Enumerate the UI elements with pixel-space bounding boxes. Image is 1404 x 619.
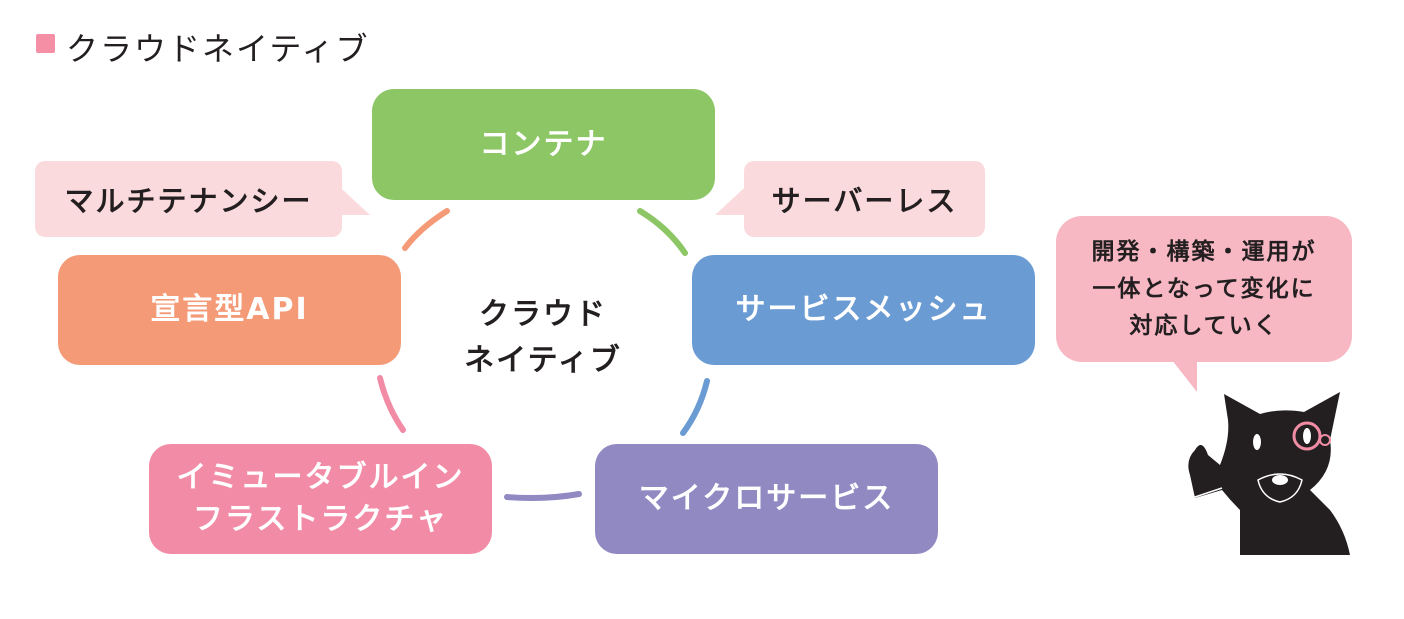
center-line2: ネイティブ bbox=[464, 343, 622, 378]
arc-mesh-micro bbox=[680, 378, 710, 436]
arc-api-container bbox=[402, 208, 450, 251]
node-label-line2: フラストラクチャ bbox=[192, 502, 449, 537]
speech-line3: 対応していく bbox=[1129, 312, 1279, 339]
heading-marker bbox=[36, 34, 55, 53]
cat-mascot-icon bbox=[1188, 392, 1350, 555]
speech-line1: 開発・構築・運用が bbox=[1091, 238, 1317, 265]
center-line1: クラウド bbox=[479, 297, 607, 332]
node-label: サービスメッシュ bbox=[735, 292, 992, 327]
node-immutable-infra: イミュータブルインフラストラクチャ bbox=[149, 444, 492, 554]
callout-serverless: サーバーレス bbox=[744, 161, 985, 237]
arc-immutable-api bbox=[377, 375, 406, 433]
node-container: コンテナ bbox=[372, 89, 715, 200]
speech-line2: 一体となって変化に bbox=[1092, 275, 1316, 302]
node-label: 宣言型API bbox=[150, 292, 309, 327]
speech-tail bbox=[1168, 355, 1197, 392]
callout-label: サーバーレス bbox=[771, 184, 958, 218]
node-microservices: マイクロサービス bbox=[595, 444, 938, 554]
arc-micro-immutable bbox=[504, 491, 582, 501]
speech-bubble: 開発・構築・運用が 一体となって変化に 対応していく bbox=[1056, 216, 1352, 362]
center-label: クラウド ネイティブ bbox=[443, 292, 643, 384]
node-label: マイクロサービス bbox=[638, 481, 895, 516]
node-service-mesh: サービスメッシュ bbox=[692, 255, 1035, 365]
callout-multitenancy: マルチテナンシー bbox=[35, 161, 342, 237]
heading: クラウドネイティブ bbox=[66, 30, 370, 68]
arc-container-mesh bbox=[637, 208, 688, 256]
callout-label: マルチテナンシー bbox=[64, 184, 313, 218]
node-label: コンテナ bbox=[479, 126, 608, 162]
node-declarative-api: 宣言型API bbox=[58, 255, 401, 365]
node-label-line1: イミュータブルイン bbox=[176, 460, 465, 495]
